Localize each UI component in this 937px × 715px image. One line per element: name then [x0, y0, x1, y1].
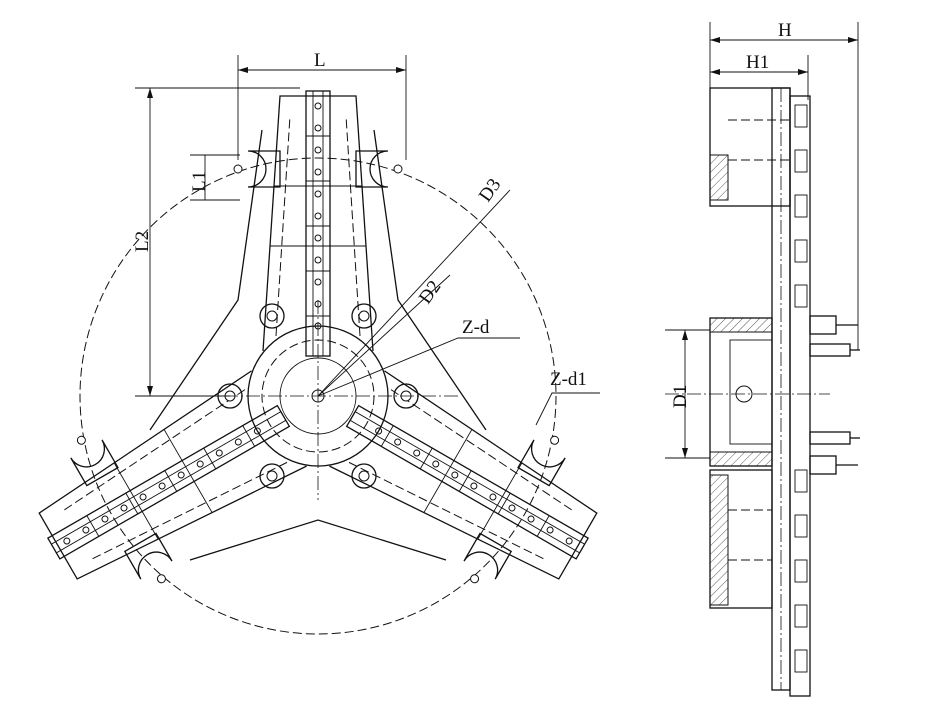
dim-D1: [665, 329, 710, 459]
clamp-cylinders: [809, 315, 860, 475]
dim-L2: [135, 87, 300, 397]
rail-clamps: [794, 104, 808, 673]
arm-top: [233, 90, 403, 357]
label-H1: H1: [746, 52, 769, 73]
dim-H1: [710, 55, 809, 100]
dim-L1: [190, 154, 240, 201]
label-Z-d: Z-d: [462, 317, 490, 338]
d3-circle: [79, 157, 557, 635]
side-view: H H1 D1: [665, 20, 860, 697]
label-L2: L2: [132, 231, 153, 252]
leader-d3: [317, 189, 511, 397]
clamp-rail: [789, 95, 811, 697]
label-Z-d1: Z-d1: [550, 369, 587, 390]
dim-H: [709, 22, 859, 350]
leader-z-d: [317, 337, 520, 397]
leader-d2: [317, 274, 451, 397]
label-H: H: [778, 20, 792, 41]
dim-L: [237, 55, 407, 160]
label-L: L: [314, 50, 326, 71]
arm-left: [11, 342, 327, 622]
label-D1: D1: [670, 385, 691, 408]
label-D3: D3: [475, 175, 506, 206]
web-outline: [149, 129, 487, 561]
leader-z-d1: [535, 392, 600, 426]
label-L1: L1: [189, 171, 210, 192]
front-view: L L1 L2 D3 D2 Z-d Z-d1: [11, 50, 625, 635]
